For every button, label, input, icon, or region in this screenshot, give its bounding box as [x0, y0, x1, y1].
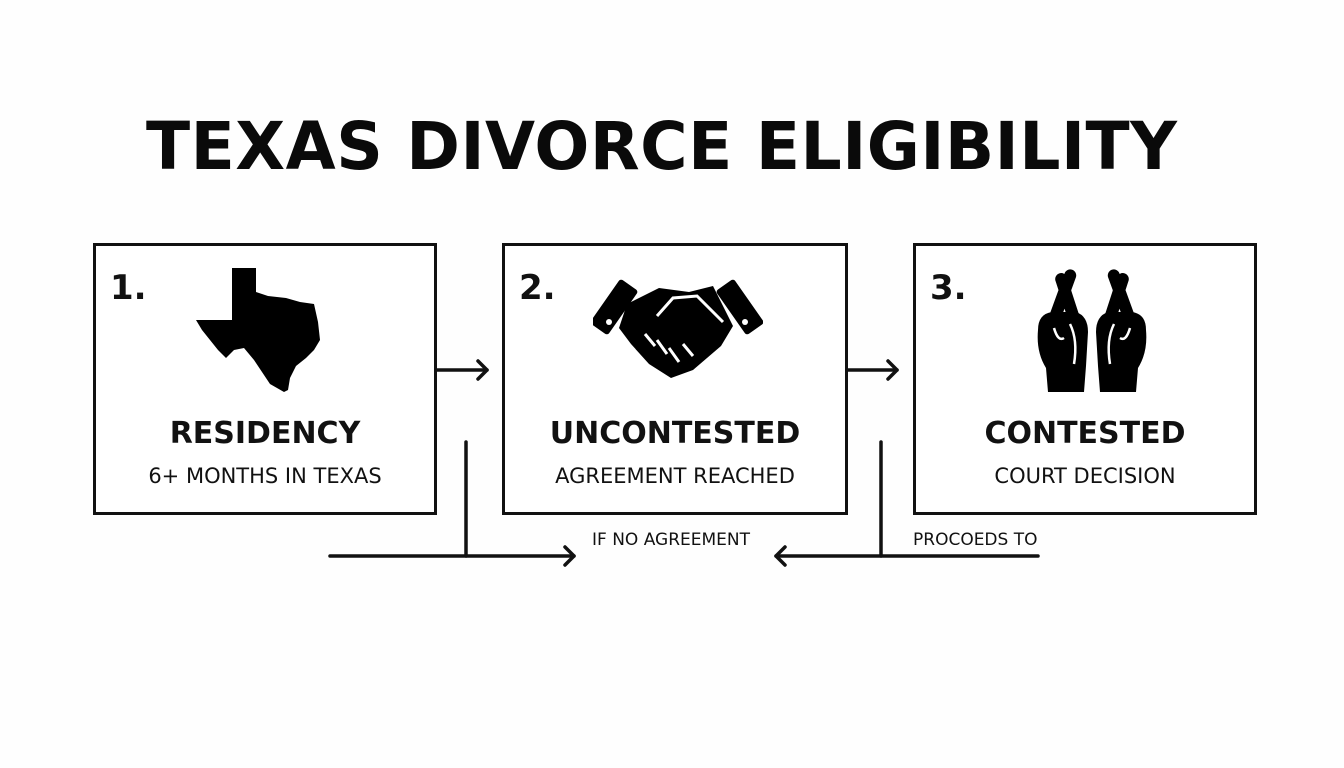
step-uncontested: 2. UNCONTESTED AGREEMENT REACHED — [502, 243, 848, 515]
proceeds-to-label: PROCOEDS TO — [913, 530, 1038, 550]
step-heading: RESIDENCY — [169, 416, 361, 451]
step-subtext: AGREEMENT REACHED — [555, 464, 795, 488]
step-heading: CONTESTED — [984, 416, 1186, 451]
texas-map-icon — [196, 268, 320, 392]
handshake-icon — [593, 279, 763, 378]
if-no-agreement-label: IF NO AGREEMENT — [592, 530, 751, 550]
step-subtext: COURT DECISION — [994, 464, 1176, 488]
step-number: 1. — [110, 268, 147, 308]
step-number: 2. — [519, 268, 556, 308]
page-title: TEXAS DIVORCE ELIGIBILITY — [146, 108, 1178, 185]
step-heading: UNCONTESTED — [549, 416, 801, 451]
step-subtext: 6+ MONTHS IN TEXAS — [148, 464, 382, 488]
step-residency: 1. RESIDENCY 6+ MONTHS IN TEXAS — [93, 243, 437, 515]
step-number: 3. — [930, 268, 967, 308]
crossed-fingers-icon — [1037, 269, 1147, 392]
step-contested: 3. CONTESTED COURT DECISION — [913, 243, 1257, 515]
